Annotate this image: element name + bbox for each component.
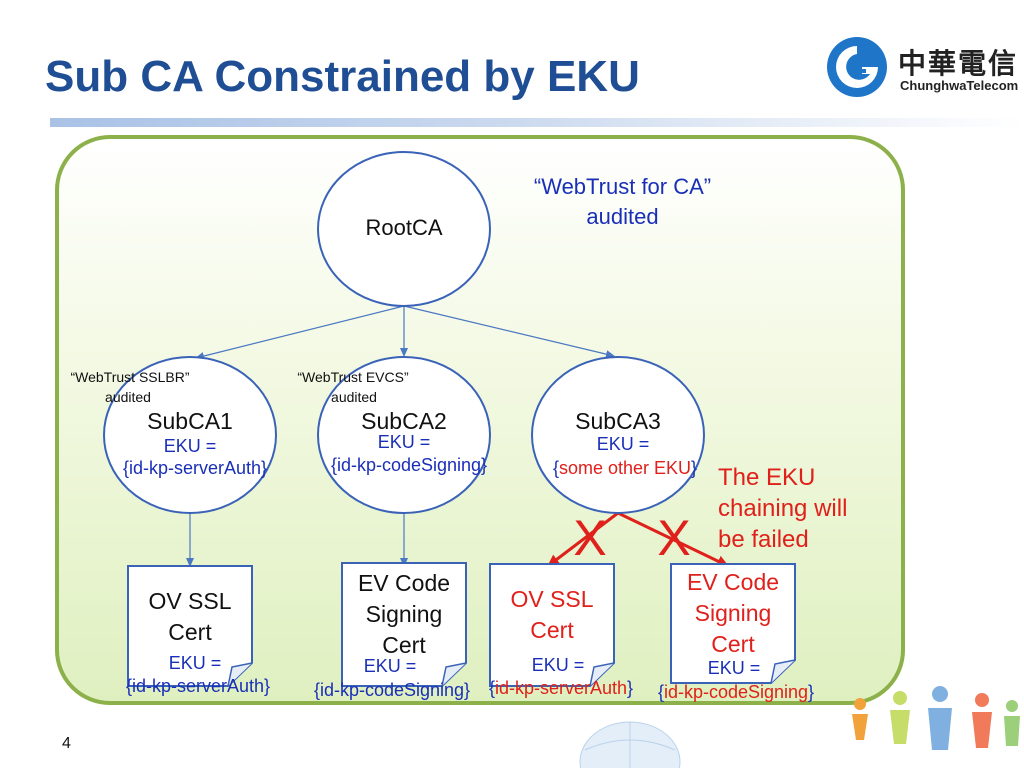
cert-title-line: Signing <box>694 600 772 626</box>
subca1-eku-label: EKU = <box>163 436 217 456</box>
cert-title-line: Cert <box>382 632 426 658</box>
subca3-eku-label: EKU = <box>596 434 650 454</box>
brace-close: } <box>627 678 634 698</box>
brace-close: } <box>481 455 488 475</box>
brace-open: { <box>552 458 559 478</box>
connector-root-subca3 <box>403 305 615 359</box>
cert1-eku-value: {id-kp-serverAuth} <box>100 676 296 697</box>
webtrust-ca-label: “WebTrust for CA” <box>533 174 712 199</box>
subca3-label: SubCA3 <box>575 408 661 434</box>
failure-note: The EKU chaining will be failed <box>718 462 847 555</box>
chunghwa-logo-icon <box>827 37 887 97</box>
cert2-eku-label: EKU = <box>363 656 417 676</box>
fail-x-mark: X <box>657 510 691 566</box>
subca2-audit-audited: audited <box>331 389 377 405</box>
cert1-title: OV SSL Cert <box>128 586 252 648</box>
brace-close: } <box>808 682 815 702</box>
eku-text: id-kp-serverAuth <box>131 676 265 696</box>
logo-text-chinese: 中華電信 <box>898 48 1019 79</box>
cert-title-line: OV SSL <box>510 586 594 612</box>
cert3-eku-label: EKU = <box>531 655 585 675</box>
failure-note-line: be failed <box>718 526 809 553</box>
subca2-label: SubCA2 <box>361 408 447 434</box>
cert-title-line: Signing <box>365 601 443 627</box>
cert-title-line: EV Code <box>686 569 780 595</box>
brace-close: } <box>464 680 471 700</box>
fail-x-mark: X <box>573 510 607 566</box>
failed-connector-subca3-cert4 <box>617 511 729 568</box>
failure-note-line: chaining will <box>718 495 848 522</box>
subca1-label: SubCA1 <box>147 408 233 434</box>
eku-text: id-kp-codeSigning <box>336 455 482 475</box>
cert1-eku-label: EKU = <box>168 653 222 673</box>
cert-title-line: Cert <box>168 619 212 645</box>
failure-note-line: The EKU <box>718 464 816 491</box>
brace-close: } <box>691 458 698 478</box>
logo-text-english: ChunghwaTelecom <box>900 78 1019 93</box>
subca1-audit-audited: audited <box>105 389 151 405</box>
subca2-node <box>317 356 491 514</box>
brace-open: { <box>125 676 132 696</box>
cert-title-line: OV SSL <box>148 588 232 614</box>
eku-text: id-kp-serverAuth <box>128 458 262 478</box>
brace-open: { <box>122 458 129 478</box>
page-title: Sub CA Constrained by EKU <box>45 52 640 101</box>
subca2-audit-label: “WebTrust EVCS” <box>297 369 409 385</box>
root-ca-node <box>317 151 491 307</box>
root-ca-label: RootCA <box>365 215 443 240</box>
globe-decoration-icon <box>579 721 681 768</box>
brace-close: } <box>264 676 271 696</box>
brace-open: { <box>313 680 320 700</box>
eku-text: some other EKU <box>558 458 692 478</box>
cert4-eku-label: EKU = <box>707 658 761 678</box>
cert4-eku-value: {id-kp-codeSigning} <box>646 682 826 703</box>
cert4-title: EV Code Signing Cert <box>671 567 795 660</box>
cert2-title: EV Code Signing Cert <box>342 568 466 661</box>
people-silhouettes-decoration-icon <box>852 686 1020 750</box>
cert3-eku-value: {id-kp-serverAuth} <box>480 678 642 699</box>
cert-title-line: EV Code <box>357 570 451 596</box>
cert3-title: OV SSL Cert <box>490 584 614 646</box>
subca1-audit-label: “WebTrust SSLBR” <box>70 369 190 385</box>
subca3-eku-value: {some other EKU} <box>530 458 720 479</box>
brace-open: { <box>657 682 664 702</box>
cert-title-line: Cert <box>711 631 755 657</box>
eku-text: id-kp-codeSigning <box>319 680 465 700</box>
brace-open: { <box>330 455 337 475</box>
brace-open: { <box>488 678 495 698</box>
failed-connector-subca3-cert3 <box>547 511 619 568</box>
title-underline <box>50 118 1024 127</box>
eku-text: id-kp-serverAuth <box>494 678 628 698</box>
subca2-eku-value: {id-kp-codeSigning} <box>304 455 514 476</box>
cert2-eku-value: {id-kp-codeSigning} <box>302 680 482 701</box>
subca2-eku-label: EKU = <box>377 432 431 452</box>
subca1-eku-value: {id-kp-serverAuth} <box>100 458 290 479</box>
eku-text: id-kp-codeSigning <box>663 682 809 702</box>
webtrust-ca-audited: audited <box>586 204 659 229</box>
brace-close: } <box>261 458 268 478</box>
connector-root-subca1 <box>195 305 405 360</box>
cert-title-line: Cert <box>530 617 574 643</box>
subca1-node <box>103 356 277 514</box>
page-number: 4 <box>62 735 71 752</box>
subca3-node <box>531 356 705 514</box>
